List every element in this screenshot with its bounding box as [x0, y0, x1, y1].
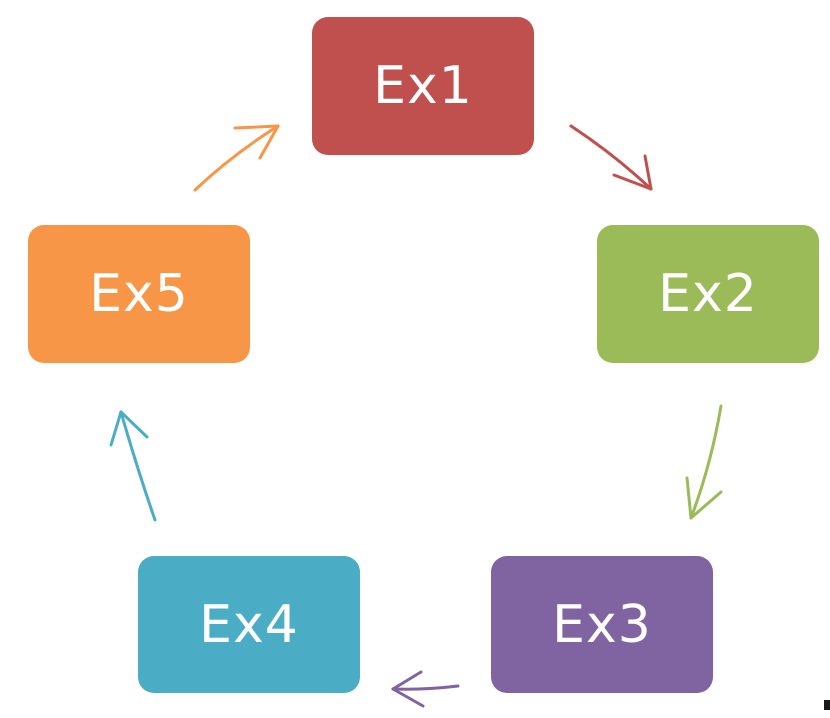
node-ex4: Ex4: [138, 556, 360, 693]
node-ex3-label: Ex3: [552, 594, 652, 655]
node-ex4-label: Ex4: [199, 594, 299, 655]
node-ex2-label: Ex2: [658, 264, 758, 324]
arrow-ex5-to-ex1: [193, 124, 280, 192]
arrow-ex4-to-ex5: [109, 410, 157, 522]
node-ex5-label: Ex5: [89, 264, 189, 324]
corner-mark: [824, 700, 830, 710]
node-ex1: Ex1: [312, 17, 534, 155]
arrow-ex2-to-ex3: [685, 404, 723, 520]
arrow-ex3-to-ex4: [391, 670, 460, 708]
node-ex5: Ex5: [28, 225, 250, 363]
node-ex1-label: Ex1: [373, 56, 473, 116]
node-ex3: Ex3: [491, 556, 713, 693]
node-ex2: Ex2: [597, 225, 819, 363]
arrow-ex1-to-ex2: [569, 124, 653, 191]
